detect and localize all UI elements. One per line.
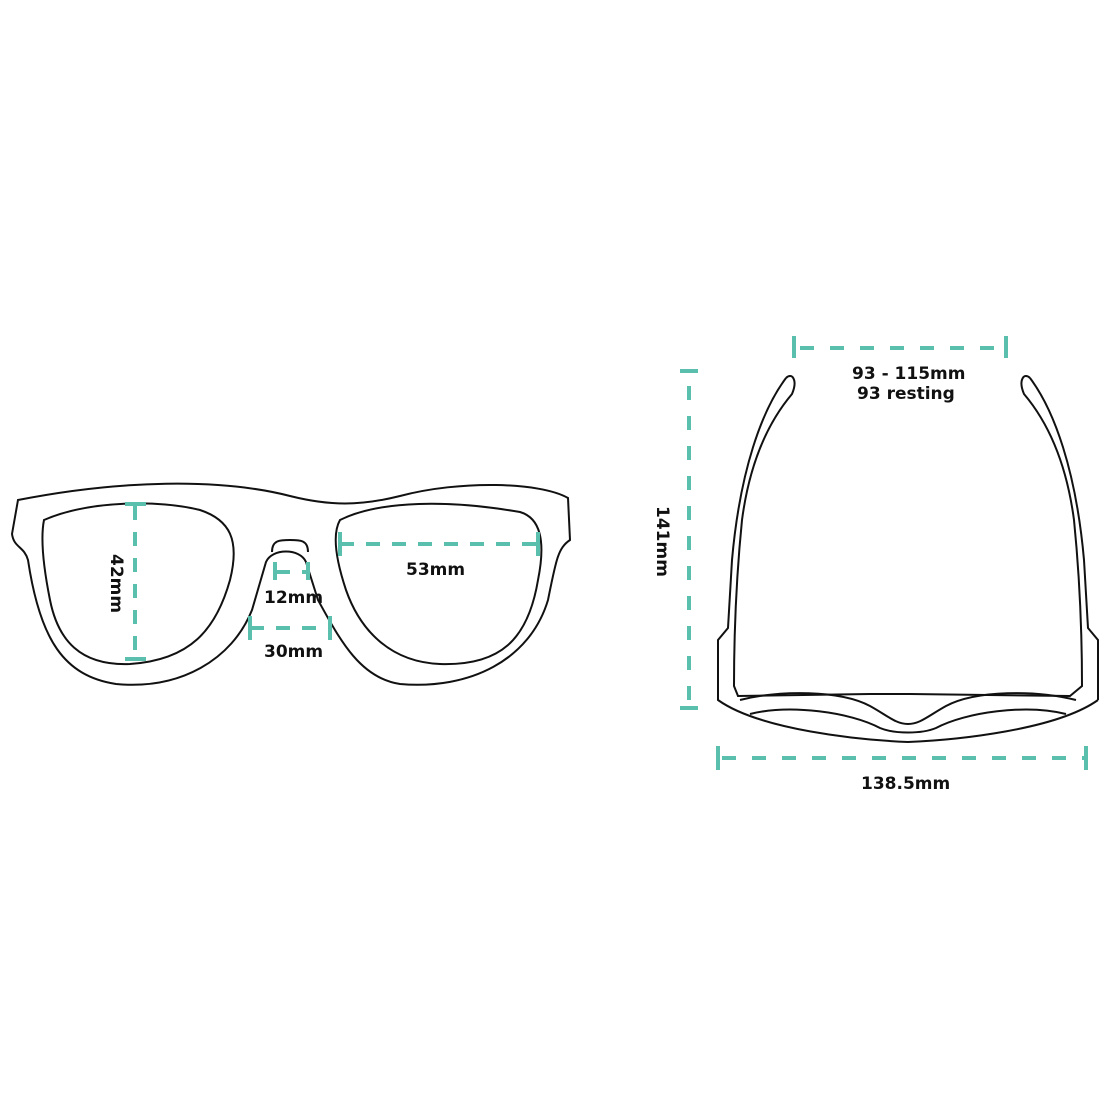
front-view-dimensions [133, 506, 538, 660]
lens-height-label: 42mm [106, 554, 126, 614]
temple-resting-label: 93 resting [857, 384, 955, 404]
temple-spread-label: 93 - 115mm [852, 364, 966, 384]
lens-width-label: 53mm [406, 560, 466, 580]
bridge-bottom-label: 30mm [264, 642, 324, 662]
top-view-frame [717, 375, 1099, 744]
temple-length-label: 141mm [652, 506, 672, 577]
bridge-top-label: 12mm [264, 588, 324, 608]
front-view-frame [10, 482, 572, 686]
top-view-dimensions [687, 346, 1084, 760]
total-width-label: 138.5mm [861, 774, 951, 794]
